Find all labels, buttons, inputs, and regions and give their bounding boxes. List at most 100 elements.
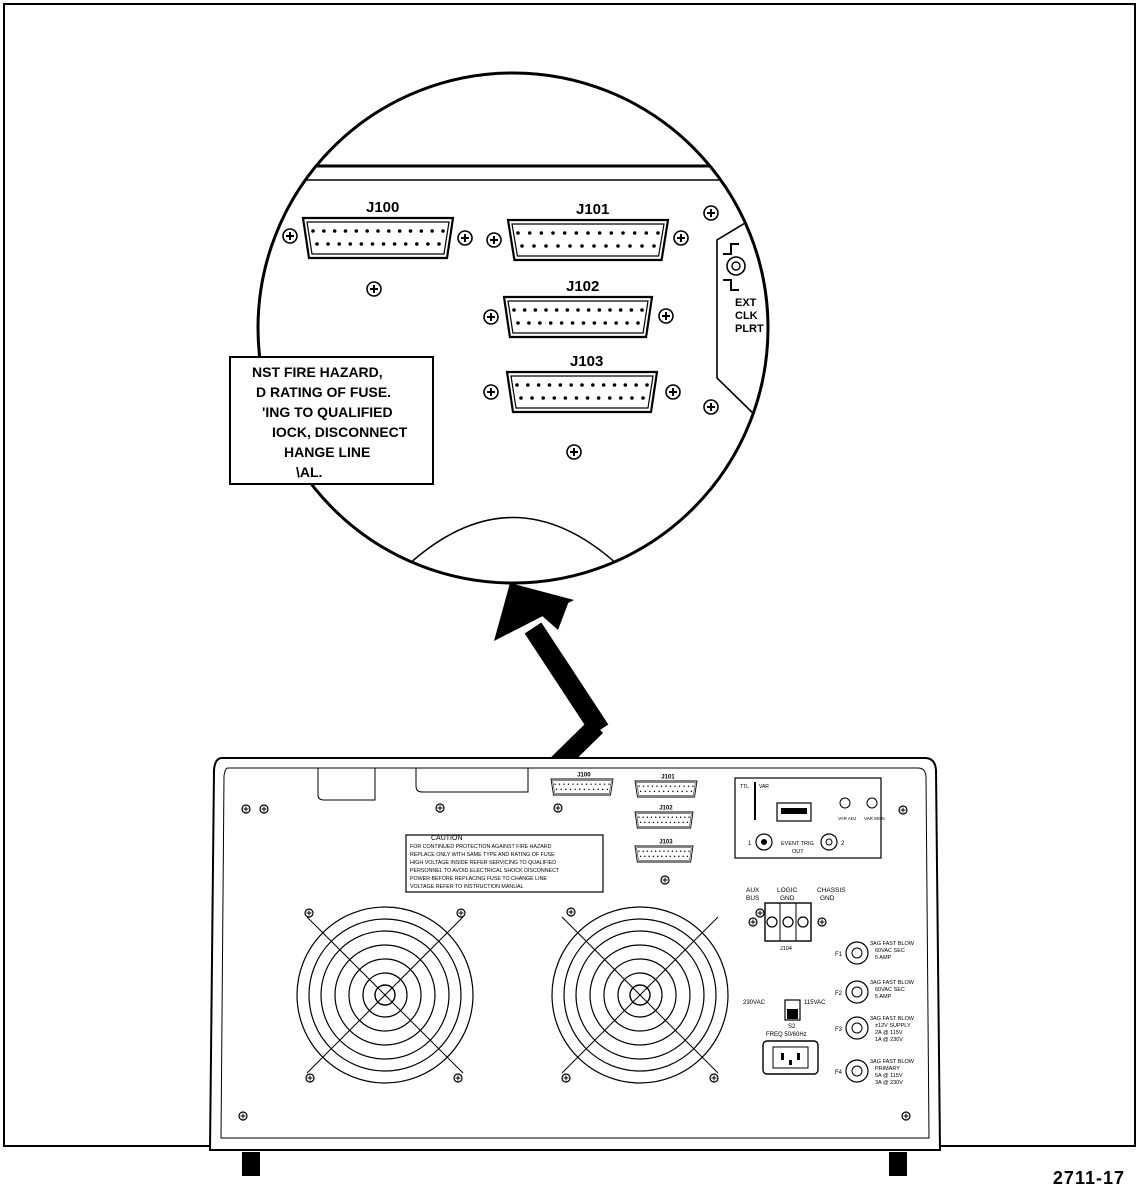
screw-icon (483, 309, 499, 325)
screw-icon (709, 1073, 719, 1083)
caution-label: CAUTION FOR CONTINUED PROTECTION AGAINST… (405, 834, 604, 893)
fuse-rating: 3AG FAST BLOW (870, 980, 915, 986)
screw-icon (561, 1073, 571, 1083)
svg-text:\AL.: \AL. (296, 464, 322, 480)
svg-text:POWER BEFORE REPLACING FUSE T: POWER BEFORE REPLACING FUSE TO CHANGE LI… (410, 876, 547, 882)
connector-label: J101 (661, 775, 675, 781)
event-trig-label: EVENT TRIG (781, 841, 814, 847)
svg-text:IOCK, DISCONNECT: IOCK, DISCONNECT (272, 424, 408, 440)
event-trigger-panel: TTL VAR VAR ADJ VAR MON 1 2 EVENT TRIG O… (734, 777, 885, 859)
fuse-rating: 3AG FAST BLOW (870, 1059, 915, 1065)
screw-icon (901, 1111, 911, 1121)
screw-icon (457, 230, 473, 246)
screw-icon (486, 232, 502, 248)
screw-icon (755, 908, 765, 918)
screw-icon (898, 805, 908, 815)
fuse-id: F3 (835, 1027, 843, 1033)
fuse-rating: 3AG FAST BLOW (870, 1016, 915, 1022)
screw-icon (553, 803, 563, 813)
connector-label: J103 (570, 353, 603, 370)
ext-clk-polarity: EXT CLK PLRT (723, 243, 764, 335)
svg-text:GND: GND (780, 895, 795, 902)
svg-text:PERSONNEL TO AVOID ELECTRICAL: PERSONNEL TO AVOID ELECTRICAL SHOCK DISC… (410, 868, 560, 874)
svg-text:NST FIRE HAZARD,: NST FIRE HAZARD, (252, 364, 383, 380)
svg-text:LOGIC: LOGIC (777, 887, 798, 894)
fuse-rating: 5 AMP (875, 955, 892, 961)
svg-text:2: 2 (841, 841, 845, 847)
screw-icon (748, 917, 758, 927)
ext-clk-label: EXT (735, 297, 757, 309)
svg-text:VOLTAGE REFER TO INSTRUCTION: VOLTAGE REFER TO INSTRUCTION MANUAL (410, 884, 524, 890)
fuse-rating: 5A @ 115V (875, 1073, 903, 1079)
svg-text:1: 1 (748, 841, 752, 847)
connector-j102: J102 (502, 278, 654, 339)
fuse-rating: 1A @ 230V (875, 1037, 903, 1043)
freq-label: FREQ 50/60Hz (766, 1032, 807, 1038)
fan-grille (296, 906, 474, 1084)
var-mon-label: VAR MON (864, 816, 885, 821)
terminal-label: J104 (780, 946, 792, 952)
svg-text:AUX: AUX (746, 887, 760, 894)
fuse-rating: 3A @ 230V (875, 1080, 903, 1086)
screw-icon (660, 875, 670, 885)
figure-number: 2711-17 (1052, 1168, 1125, 1188)
fuse-id: F4 (835, 1070, 843, 1076)
screw-icon (658, 308, 674, 324)
caution-label-fragment: NST FIRE HAZARD, D RATING OF FUSE. 'ING … (229, 356, 434, 485)
fuse-rating: 2A @ 115V (875, 1030, 903, 1036)
screw-icon (453, 1073, 463, 1083)
fuse-id: F2 (835, 991, 843, 997)
screw-icon (703, 399, 719, 415)
screw-icon (304, 908, 314, 918)
connector-label: J103 (659, 840, 673, 846)
svg-text:230VAC: 230VAC (743, 1000, 766, 1006)
screw-icon (673, 230, 689, 246)
svg-text:CHASSIS: CHASSIS (817, 887, 846, 894)
connector-j100: J100 (301, 199, 455, 260)
connector-label: J102 (659, 806, 673, 812)
svg-text:S2: S2 (788, 1024, 796, 1030)
connector-j103: J103 (634, 840, 694, 863)
screw-icon (435, 803, 445, 813)
screw-icon (305, 1073, 315, 1083)
fuse-rating: PRIMARY (875, 1066, 900, 1072)
ground-terminal-block: AUX BUS LOGIC GND CHASSIS GND J104 (746, 887, 846, 952)
svg-text:D RATING OF FUSE.: D RATING OF FUSE. (256, 384, 391, 400)
screw-icon (665, 384, 681, 400)
screw-icon (259, 804, 269, 814)
fuse-rating: 5 AMP (875, 994, 892, 1000)
fuse-rating: 60VAC SEC (875, 987, 905, 993)
connector-label: J102 (566, 278, 599, 295)
connector-label: J101 (576, 201, 609, 218)
ext-clk-label: CLK (735, 310, 758, 322)
fuse-rating: 60VAC SEC (875, 948, 905, 954)
screw-icon (566, 444, 582, 460)
svg-text:REPLACE ONLY WITH SAME TYPE AN: REPLACE ONLY WITH SAME TYPE AND RATING O… (410, 852, 555, 858)
connector-j103: J103 (505, 353, 659, 414)
arrow-icon (494, 583, 609, 782)
svg-text:HANGE LINE: HANGE LINE (284, 444, 370, 460)
ext-clk-label: PLRT (735, 323, 764, 335)
connector-j102: J102 (634, 806, 694, 829)
caution-title: CAUTION (431, 835, 463, 842)
svg-text:VAR: VAR (759, 784, 769, 790)
screw-icon (366, 281, 382, 297)
connector-j101: J101 (634, 775, 698, 798)
svg-text:TTL: TTL (740, 784, 749, 790)
svg-text:HIGH VOLTAGE INSIDE REFER SER: HIGH VOLTAGE INSIDE REFER SERVICING TO Q… (410, 860, 556, 866)
screw-icon (282, 228, 298, 244)
screw-icon (566, 907, 576, 917)
voltage-selector-switch[interactable]: 230VAC 115VAC S2 FREQ 50/60Hz (743, 999, 826, 1038)
fan-grille (551, 906, 729, 1084)
screw-icon (241, 804, 251, 814)
fuse-rating: 3AG FAST BLOW (870, 941, 915, 947)
svg-text:115VAC: 115VAC (804, 1000, 826, 1006)
connector-j100: J100 (550, 773, 614, 796)
screw-icon (703, 205, 719, 221)
connector-label: J100 (577, 773, 591, 779)
connector-j101: J101 (506, 201, 670, 262)
